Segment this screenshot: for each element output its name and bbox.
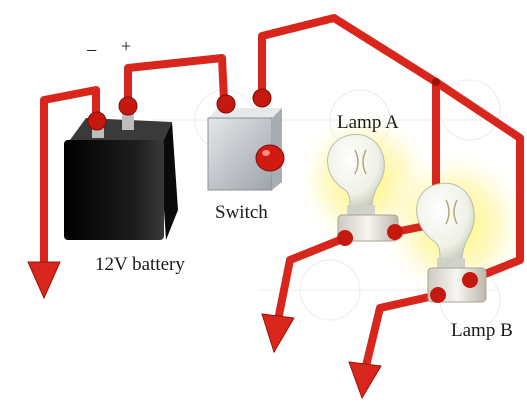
switch-terminal-left — [217, 95, 235, 113]
switch — [208, 89, 284, 190]
battery — [64, 97, 178, 240]
switch-label: Switch — [215, 202, 268, 224]
arrowhead-lamp-b-return — [349, 362, 381, 398]
arrowhead-battery-negative — [28, 262, 60, 298]
lamp-a-terminal-left — [337, 230, 353, 246]
arrowheads — [28, 262, 381, 398]
arrowhead-lamp-a-return — [262, 314, 294, 352]
lamp-a-terminal-right — [387, 224, 403, 240]
wire-junction — [432, 78, 440, 86]
lamp-b-label: Lamp B — [451, 320, 513, 342]
switch-terminal-right — [253, 89, 271, 107]
battery-positive-terminal — [119, 97, 137, 115]
battery-positive-label: + — [121, 36, 131, 57]
switch-knob — [256, 145, 284, 171]
battery-negative-terminal — [88, 112, 106, 130]
wire-lamp-b-return — [365, 295, 438, 370]
battery-label: 12V battery — [95, 254, 185, 276]
wire-lamp-a-return — [278, 238, 345, 320]
lamp-b-terminal-right — [462, 272, 478, 288]
lamp-a-label: Lamp A — [337, 112, 399, 134]
wire-battery-positive — [128, 58, 224, 106]
lamp-b-terminal-left — [430, 287, 446, 303]
battery-negative-label: − — [86, 40, 97, 63]
